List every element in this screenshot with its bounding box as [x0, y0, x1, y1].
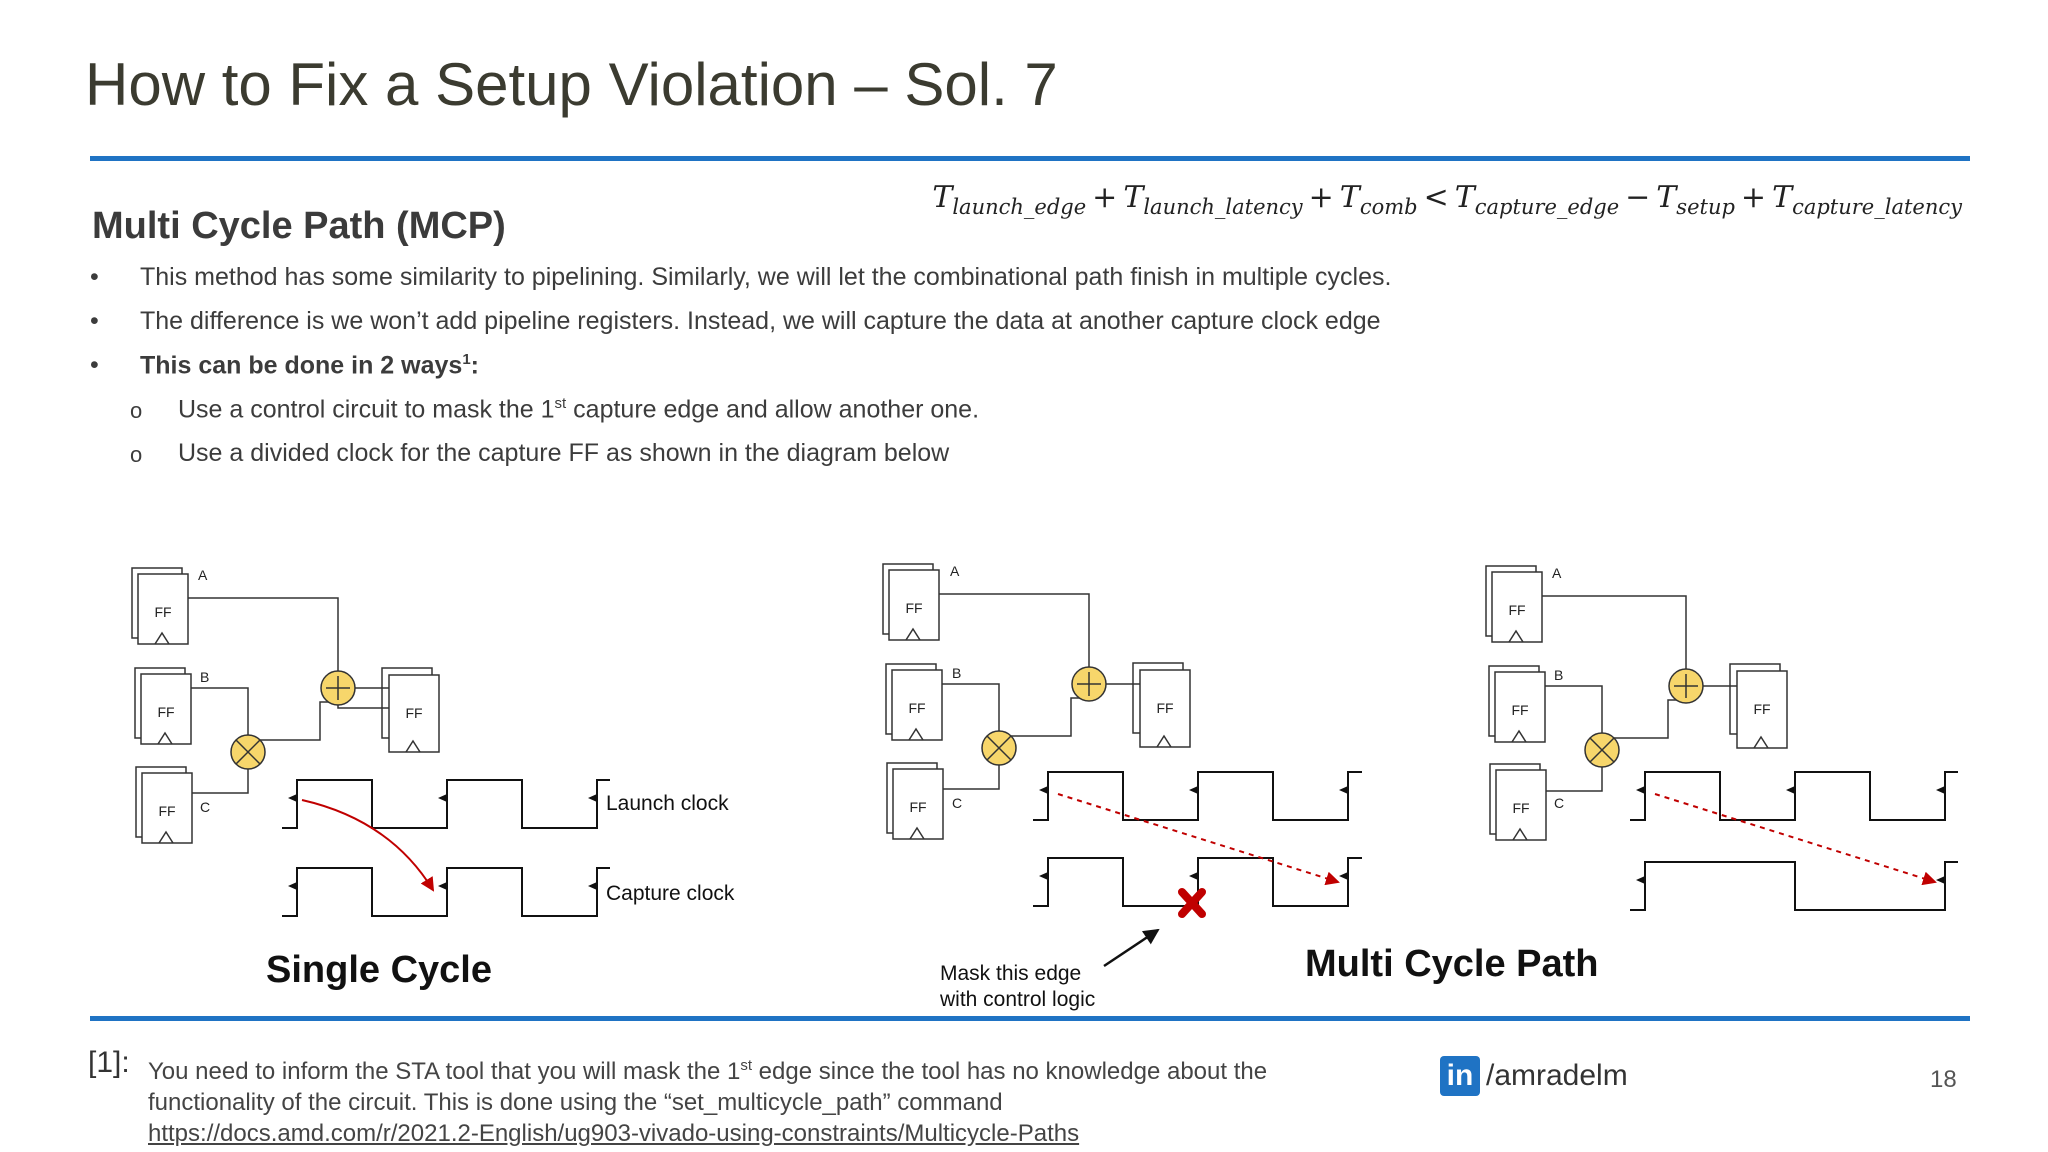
input-c-label: C: [952, 795, 962, 811]
bullet-3: •This can be done in 2 ways1:: [90, 351, 479, 380]
ff-label: FF: [1511, 702, 1528, 718]
bullet-2: •The difference is we won’t add pipeline…: [90, 307, 1381, 335]
section-heading: Multi Cycle Path (MCP): [92, 205, 506, 247]
wires: [188, 597, 389, 794]
footnote-ref: [1]:: [88, 1046, 130, 1079]
ff-a: [131, 567, 189, 645]
mask-pointer-arrow: [1103, 928, 1160, 968]
ff-label: FF: [158, 803, 175, 819]
ff-b: [134, 667, 192, 745]
ff-capture: [1132, 662, 1191, 748]
footnote-text: You need to inform the STA tool that you…: [148, 1057, 1268, 1147]
setup-formula: Tlaunch_edge+Tlaunch_latency+Tcomb<Tcapt…: [932, 180, 1962, 219]
adder-icon: [1668, 668, 1704, 704]
page-number: 18: [1930, 1066, 1957, 1093]
linkedin-handle: /amradelm: [1486, 1059, 1628, 1092]
ff-label: FF: [154, 604, 171, 620]
ff-label: FF: [909, 799, 926, 815]
ff-c: [886, 762, 944, 840]
mask-note-line1: Mask this edge: [940, 962, 1081, 985]
input-b-label: B: [952, 665, 961, 681]
input-a-label: A: [198, 567, 208, 583]
launch-to-capture-arrow: [1654, 793, 1937, 886]
top-divider: [90, 156, 1970, 161]
input-a-label: A: [1552, 565, 1562, 581]
wires: [1542, 595, 1737, 792]
ff-label: FF: [1156, 700, 1173, 716]
ff-label: FF: [1508, 602, 1525, 618]
mask-note-line2: with control logic: [939, 988, 1095, 1011]
masked-edge-x-icon: [1178, 888, 1206, 918]
input-b-label: B: [1554, 667, 1563, 683]
launch-to-capture-arrow: [301, 799, 435, 892]
ff-b: [885, 663, 943, 741]
multiplier-icon: [981, 730, 1017, 766]
input-c-label: C: [200, 799, 210, 815]
multi-cycle-path-label: Multi Cycle Path: [1305, 943, 1599, 985]
ff-label: FF: [1753, 701, 1770, 717]
launch-clock-label: Launch clock: [606, 792, 729, 815]
ff-label: FF: [908, 700, 925, 716]
input-b-label: B: [200, 669, 209, 685]
ff-label: FF: [405, 705, 422, 721]
input-c-label: C: [1554, 795, 1564, 811]
single-cycle-label: Single Cycle: [266, 949, 492, 991]
ff-capture: [381, 667, 440, 753]
capture-clock-label: Capture clock: [606, 882, 735, 905]
ff-capture: [1729, 663, 1788, 749]
divided-clock-diagram: FF A FF B FF C FF: [1305, 565, 1958, 985]
slide-title: How to Fix a Setup Violation – Sol. 7: [85, 51, 1058, 118]
bottom-divider: [90, 1016, 1970, 1021]
wires: [939, 593, 1140, 790]
masked-edge-diagram: FF A FF B FF C FF: [882, 563, 1362, 1011]
ff-c: [1489, 763, 1547, 841]
bullet-1: •This method has some similarity to pipe…: [90, 263, 1392, 291]
multiplier-icon: [1584, 732, 1620, 768]
ff-c: [135, 766, 193, 844]
single-cycle-diagram: FF A FF B FF C FF: [131, 567, 735, 991]
multiplier-icon: [230, 734, 266, 770]
ff-label: FF: [1512, 800, 1529, 816]
reference-link[interactable]: https://docs.amd.com/r/2021.2-English/ug…: [148, 1120, 1080, 1147]
linkedin-badge[interactable]: in /amradelm: [1440, 1056, 1628, 1096]
capture-clock-waveform: [1630, 861, 1958, 911]
launch-to-capture-arrow: [1057, 793, 1340, 886]
ff-label: FF: [157, 704, 174, 720]
ff-a: [1485, 565, 1543, 643]
input-a-label: A: [950, 563, 960, 579]
adder-icon: [320, 670, 356, 706]
ff-b: [1488, 665, 1546, 743]
ff-label: FF: [905, 600, 922, 616]
ff-a: [882, 563, 940, 641]
adder-icon: [1071, 666, 1107, 702]
linkedin-icon: in: [1440, 1056, 1480, 1096]
